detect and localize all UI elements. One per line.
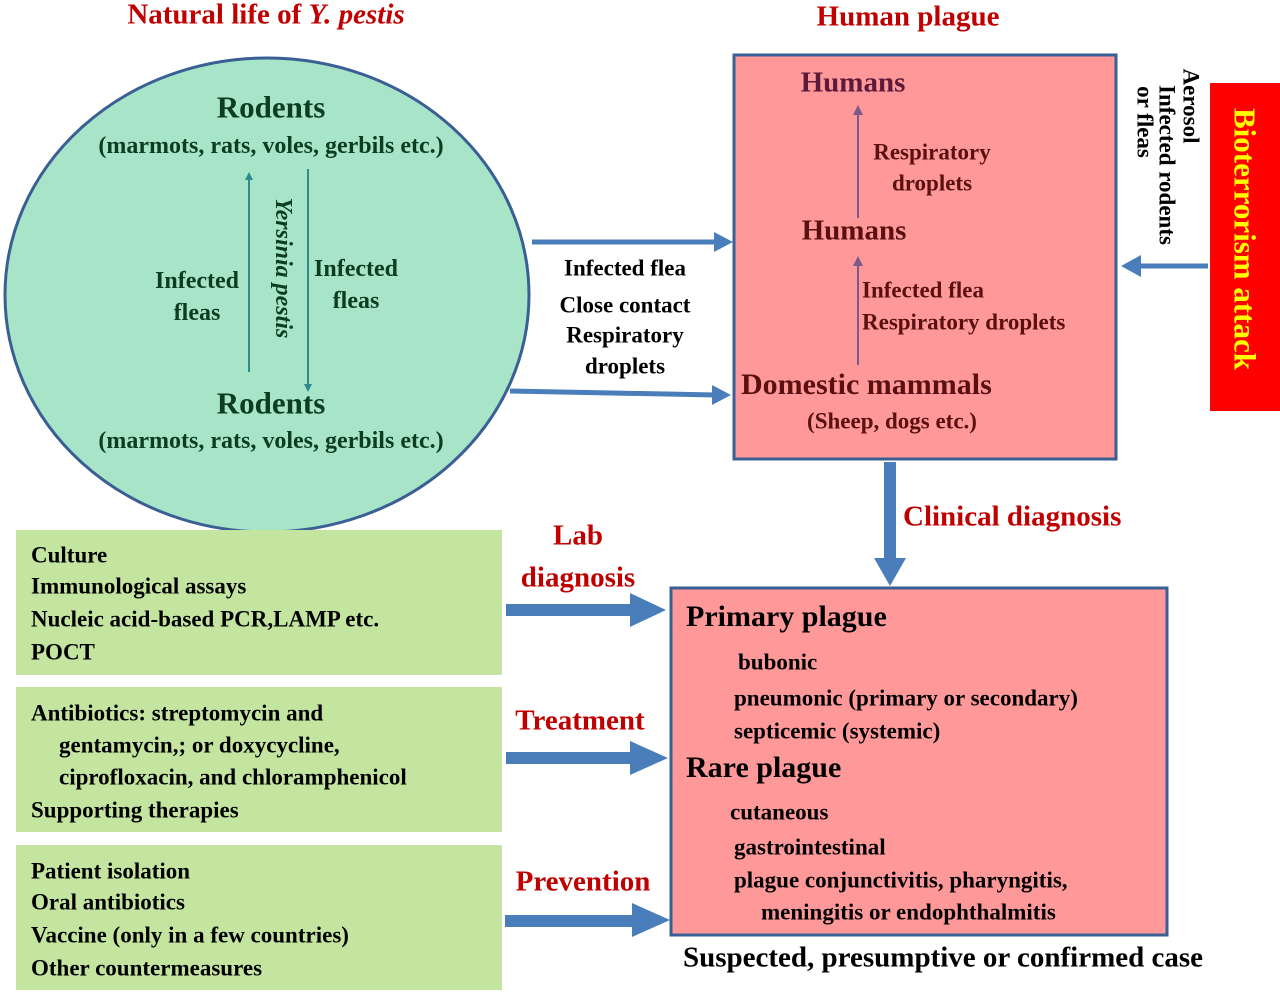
domestic-mammals: Domestic mammals bbox=[741, 368, 992, 401]
case-caption: Suspected, presumptive or confirmed case bbox=[682, 941, 1204, 974]
lab-diagnosis-box bbox=[16, 530, 502, 675]
treatment-item: gentamycin,; or doxycycline, bbox=[59, 732, 340, 758]
domestic-examples: (Sheep, dogs etc.) bbox=[807, 408, 977, 434]
arrow-treatment bbox=[506, 741, 668, 775]
prevention-box bbox=[16, 845, 502, 990]
human-plague-title: Human plague bbox=[816, 0, 1000, 33]
bioterrorism-route-aerosol: Aerosol bbox=[1178, 68, 1204, 144]
arrow-contact-to-human-box bbox=[509, 385, 731, 405]
natural-life-title: Natural life of Y. pestis bbox=[127, 0, 405, 31]
prevention-item: Oral antibiotics bbox=[31, 889, 185, 915]
respiratory-droplets-line2: droplets bbox=[891, 170, 973, 196]
prevention-item: Vaccine (only in a few countries) bbox=[31, 922, 349, 948]
infected-fleas-left-line1: Infected bbox=[155, 268, 239, 294]
rare-plague-item: meningitis or endophthalmitis bbox=[761, 899, 1056, 925]
bioterrorism-route-fleas: or fleas bbox=[1132, 86, 1158, 158]
rodents-bottom-examples: (marmots, rats, voles, gerbils etc.) bbox=[98, 428, 444, 454]
clinical-diagnosis-label: Clinical diagnosis bbox=[903, 500, 1122, 533]
bioterrorism-label: Bioterrorism attack bbox=[1227, 108, 1263, 370]
prevention-label: Prevention bbox=[515, 865, 651, 898]
humans-top: Humans bbox=[800, 66, 906, 99]
lab-item: Culture bbox=[31, 542, 108, 568]
infected-fleas-left-line2: fleas bbox=[173, 300, 221, 326]
primary-plague-item: pneumonic (primary or secondary) bbox=[734, 685, 1078, 711]
treatment-item: ciprofloxacin, and chloramphenicol bbox=[59, 764, 407, 790]
plague-forms-box bbox=[669, 586, 1169, 937]
rare-plague-item: cutaneous bbox=[730, 799, 829, 825]
lab-item: Nucleic acid-based PCR,LAMP etc. bbox=[31, 606, 380, 632]
treatment-box bbox=[16, 687, 502, 832]
pathogen-label: Yersinia pestis bbox=[270, 197, 296, 339]
natural-life-title-text: Natural life of bbox=[127, 0, 309, 31]
infected-fleas-right-line2: fleas bbox=[332, 288, 380, 314]
bioterrorism-box bbox=[1210, 83, 1280, 411]
treatment-item: Antibiotics: streptomycin and bbox=[31, 700, 324, 726]
transmission-line2: Close contact bbox=[559, 292, 691, 318]
human-plague-box bbox=[732, 53, 1118, 461]
lab-item: POCT bbox=[31, 639, 95, 665]
respiratory-droplets-line1: Respiratory bbox=[873, 139, 991, 165]
prevention-item: Other countermeasures bbox=[31, 955, 263, 981]
arrow-bioterrorism-to-human-box bbox=[1121, 255, 1208, 277]
lab-item: Immunological assays bbox=[31, 573, 247, 599]
transmission-line4: droplets bbox=[584, 353, 666, 379]
natural-cycle-circle bbox=[3, 56, 531, 534]
rodents-top-examples: (marmots, rats, voles, gerbils etc.) bbox=[98, 133, 444, 159]
rare-plague-item: gastrointestinal bbox=[734, 834, 886, 860]
humans-middle: Humans bbox=[801, 214, 907, 247]
infected-fleas-right-line1: Infected bbox=[314, 256, 398, 282]
lab-diagnosis-label-line2: diagnosis bbox=[520, 561, 636, 594]
rare-plague-item: plague conjunctivitis, pharyngitis, bbox=[734, 867, 1068, 893]
treatment-label: Treatment bbox=[515, 704, 645, 737]
lab-diagnosis-label-line1: Lab bbox=[553, 519, 603, 552]
route-infected-flea: Infected flea bbox=[862, 277, 984, 303]
arrow-infected-flea-to-human-box bbox=[532, 232, 733, 252]
arrow-lab-diagnosis bbox=[506, 593, 666, 627]
arrow-clinical-diagnosis bbox=[874, 462, 906, 586]
primary-plague-item: bubonic bbox=[738, 649, 818, 675]
species-name: Y. pestis bbox=[308, 0, 405, 31]
transmission-line1: Infected flea bbox=[564, 255, 686, 281]
transmission-line3: Respiratory bbox=[566, 322, 684, 348]
treatment-item: Supporting therapies bbox=[31, 797, 239, 823]
rodents-bottom: Rodents bbox=[216, 385, 326, 421]
rodents-top: Rodents bbox=[216, 89, 326, 125]
prevention-item: Patient isolation bbox=[31, 858, 191, 884]
primary-plague-item: septicemic (systemic) bbox=[734, 718, 941, 744]
bioterrorism-route-rodents: Infected rodents bbox=[1154, 85, 1180, 245]
primary-plague-title: Primary plague bbox=[686, 600, 887, 633]
rare-plague-title: Rare plague bbox=[686, 751, 842, 784]
route-respiratory-droplets: Respiratory droplets bbox=[862, 309, 1066, 335]
arrow-prevention bbox=[505, 903, 670, 937]
